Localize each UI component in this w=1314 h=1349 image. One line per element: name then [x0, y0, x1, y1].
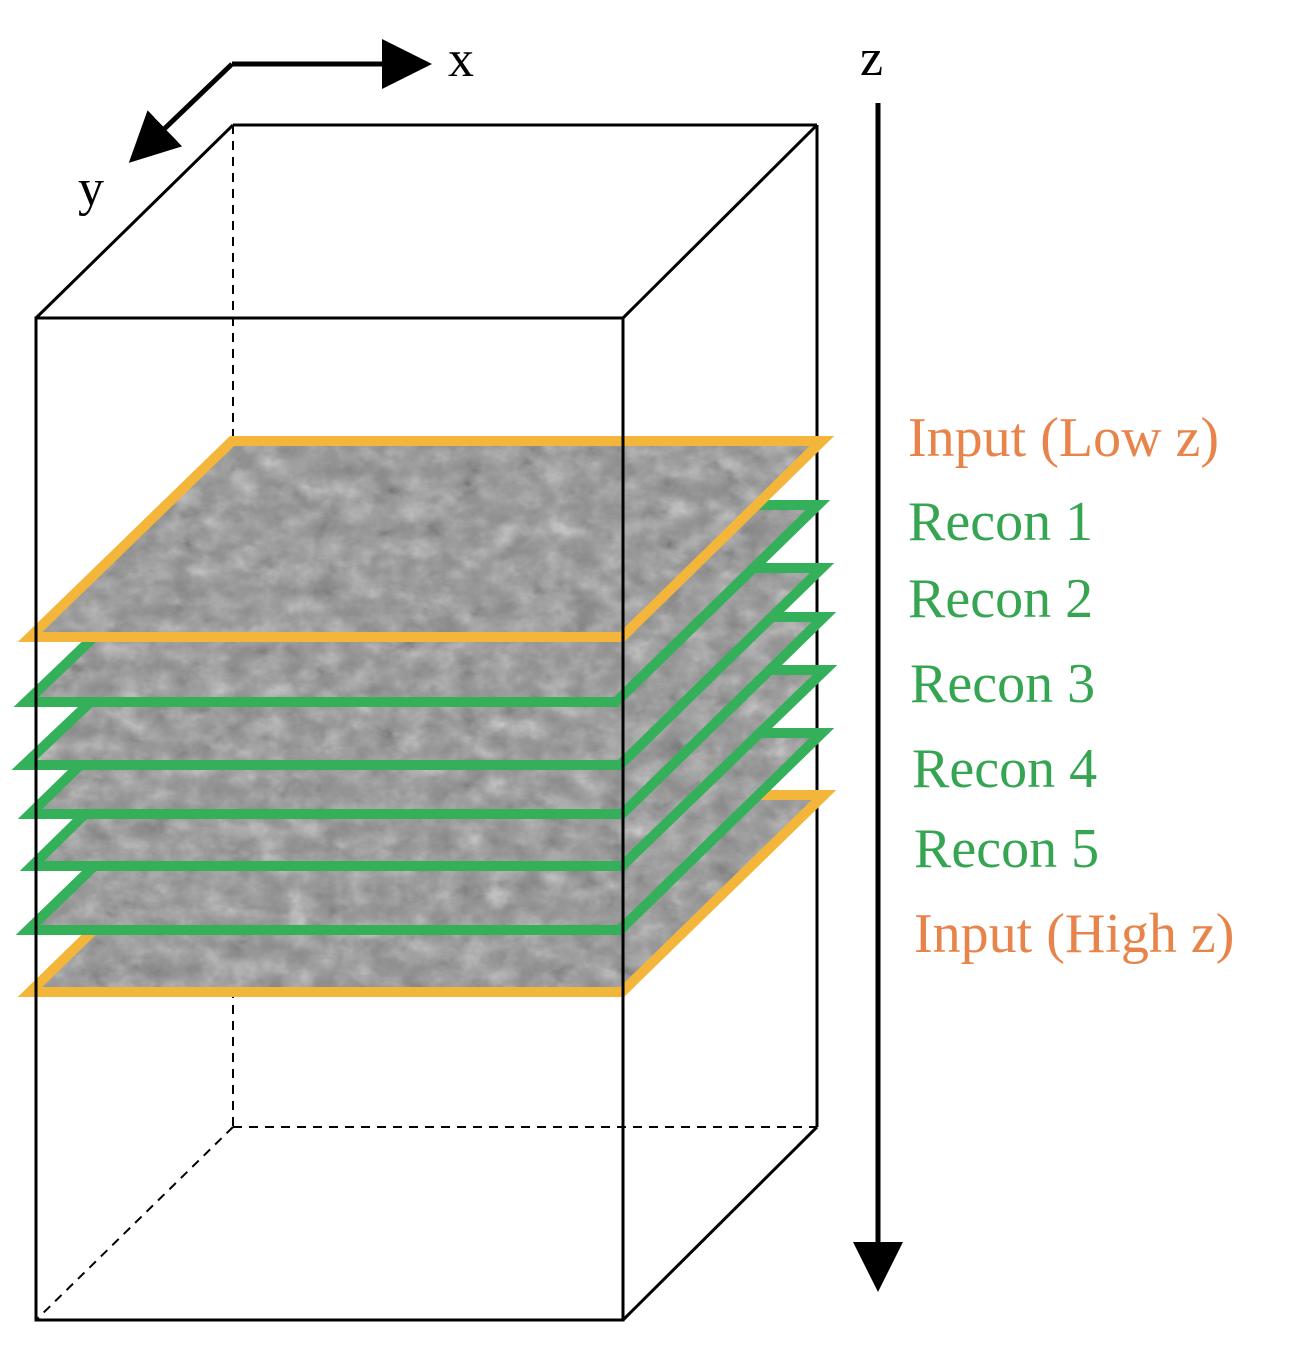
- y-axis-arrow: [128, 62, 234, 163]
- slice-stack: [11, 436, 838, 997]
- volume-box-front-face: [34, 316, 625, 1322]
- z-axis: z: [853, 30, 903, 1292]
- slice-label-recon-4: Recon 4: [912, 738, 1097, 800]
- slice-label-input-high: Input (High z): [914, 903, 1234, 965]
- slice-label-recon-5: Recon 5: [914, 818, 1099, 880]
- x-axis-label: x: [448, 31, 474, 88]
- slice-label-recon-3: Recon 3: [910, 653, 1095, 715]
- slice-label-recon-1: Recon 1: [908, 491, 1093, 553]
- slice-label-input-low: Input (Low z): [908, 407, 1219, 469]
- axis-triad: x y: [78, 31, 474, 217]
- slice-label-recon-2: Recon 2: [908, 568, 1093, 630]
- slice-labels: Input (Low z) Recon 1 Recon 2 Recon 3 Recon …: [908, 407, 1234, 965]
- y-axis-label: y: [78, 160, 104, 217]
- z-axis-label: z: [860, 30, 883, 87]
